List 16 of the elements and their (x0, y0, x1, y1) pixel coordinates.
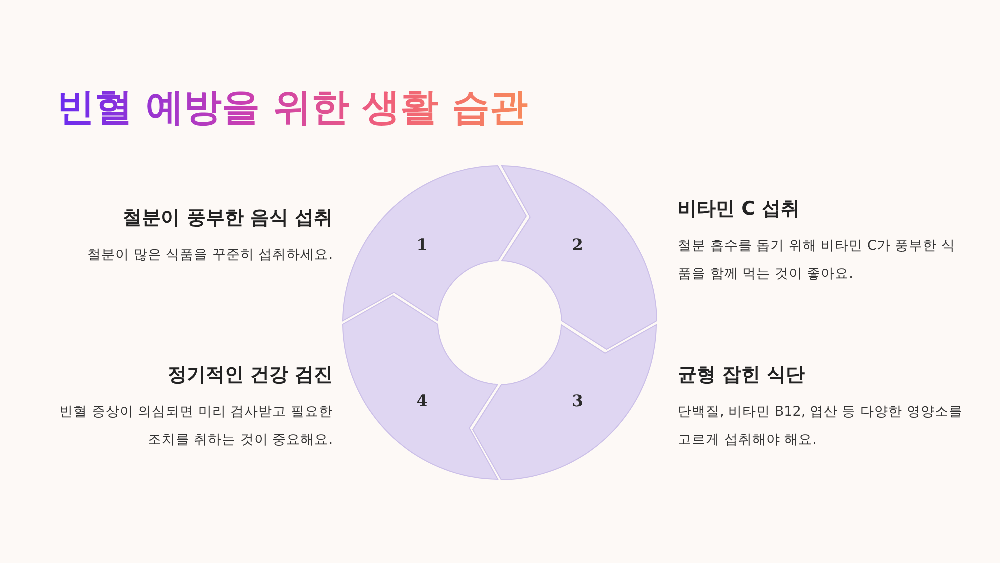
step-number: 1 (416, 236, 428, 255)
step-description: 철분이 많은 식품을 꾸준히 섭취하세요. (86, 246, 333, 265)
ring-segment (343, 296, 498, 480)
step-number: 3 (572, 391, 584, 410)
step-description: 철분 흡수를 돕기 위해 비타민 C가 풍부한 식품을 함께 먹는 것이 좋아요. (678, 237, 956, 284)
ring-segment (343, 166, 527, 321)
ring-segment (473, 324, 657, 480)
ring-segment (502, 166, 657, 350)
step-heading: 비타민 C 섭취 (678, 197, 800, 222)
step-heading: 균형 잡힌 식단 (678, 363, 806, 388)
step-description: 빈혈 증상이 의심되면 미리 검사받고 필요한 조치를 취하는 것이 중요해요. (58, 403, 333, 450)
step-number: 2 (572, 236, 584, 255)
step-heading: 철분이 풍부한 음식 섭취 (123, 206, 333, 231)
step-description: 단백질, 비타민 B12, 엽산 등 다양한 영양소를 고르게 섭취해야 해요. (678, 403, 964, 450)
step-heading: 정기적인 건강 검진 (168, 363, 333, 388)
step-number: 4 (416, 391, 428, 410)
